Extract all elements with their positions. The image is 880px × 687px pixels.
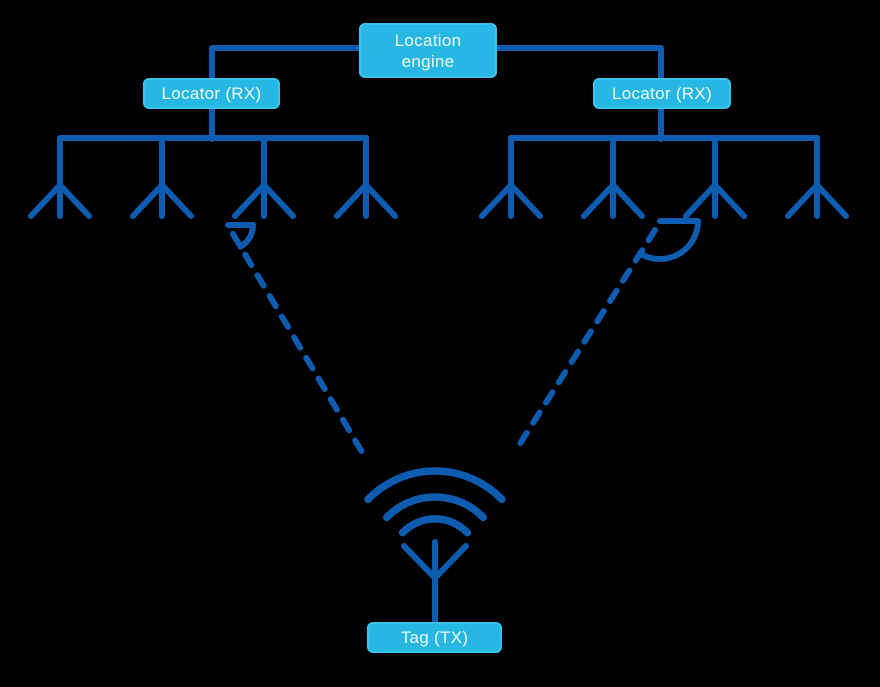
signal-wave-outer xyxy=(364,467,506,504)
antenna-icon xyxy=(133,138,191,216)
antenna-icon xyxy=(686,138,744,216)
antenna-icon xyxy=(235,138,293,216)
antenna-icon xyxy=(31,138,89,216)
antenna-array-left xyxy=(31,138,395,216)
signal-ray-tag-to-left-locator xyxy=(230,231,365,455)
locator-left-node: Locator (RX) xyxy=(143,78,280,109)
angle-arc-icon xyxy=(639,218,701,263)
antenna-array-right xyxy=(482,138,846,216)
antenna-icon xyxy=(482,138,540,216)
tag-node: Tag (TX) xyxy=(367,622,502,653)
location-engine-node: Location engine xyxy=(359,23,497,78)
connector-engine-to-left-locator xyxy=(209,45,363,81)
tag-label: Tag (TX) xyxy=(400,628,469,647)
location-engine-label-line2: engine xyxy=(401,51,455,71)
signal-ray-tag-to-right-locator xyxy=(513,227,658,453)
connector-engine-to-right-locator xyxy=(493,45,664,81)
location-engine-label-line1: Location xyxy=(394,30,462,50)
locator-right-node: Locator (RX) xyxy=(593,78,731,109)
tag-antenna-icon xyxy=(401,539,469,626)
locator-left-label: Locator (RX) xyxy=(161,84,262,103)
angle-arc-icon xyxy=(237,222,257,250)
signal-wave-middle xyxy=(383,493,487,522)
signal-waves-icon xyxy=(364,467,506,537)
antenna-icon xyxy=(584,138,642,216)
signal-wave-inner xyxy=(398,515,472,537)
angle-of-arrival-arc-right xyxy=(639,218,701,263)
angle-of-arrival-arc-left xyxy=(225,222,257,250)
antenna-icon xyxy=(337,138,395,216)
locator-right-label: Locator (RX) xyxy=(612,84,712,103)
antenna-icon xyxy=(788,138,846,216)
